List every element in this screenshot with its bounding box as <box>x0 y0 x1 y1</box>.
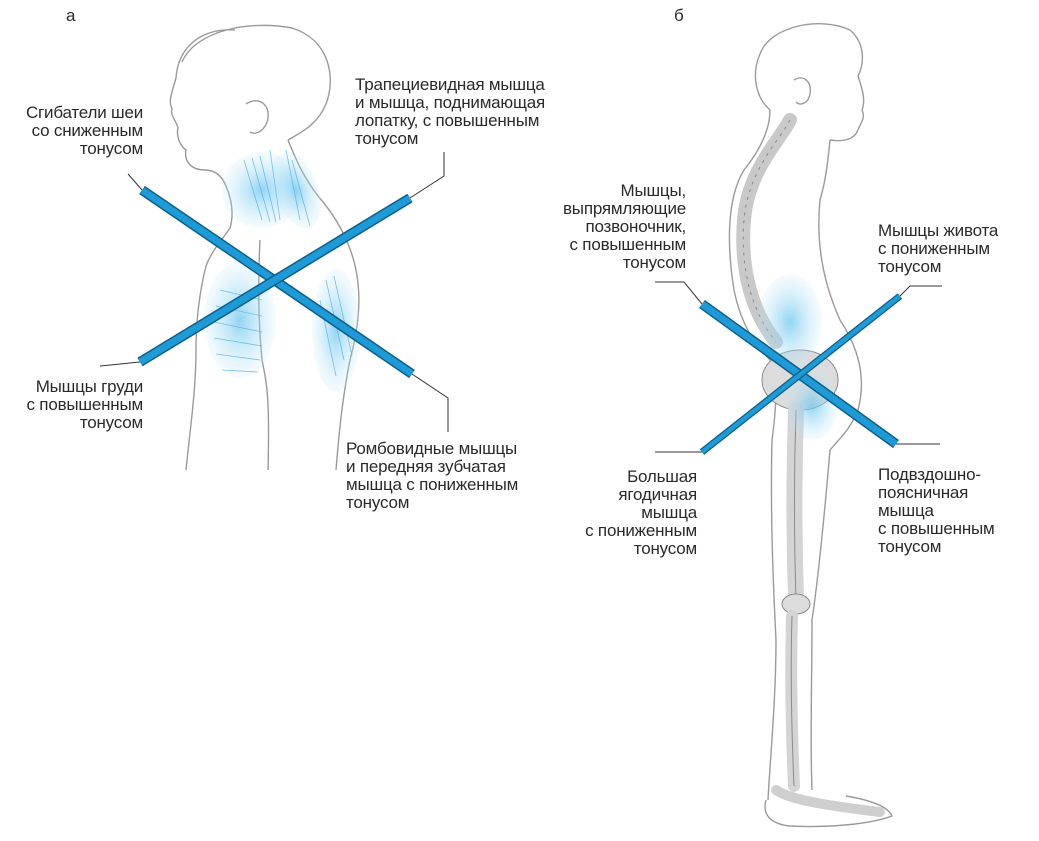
hair-b <box>754 53 771 111</box>
label-rhomboids: Ромбовидные мышцы и передняя зубчатая мы… <box>346 439 519 512</box>
foot-bones <box>771 785 885 817</box>
ear-b <box>793 77 811 105</box>
head-outline <box>169 29 236 187</box>
leg-back <box>767 439 777 801</box>
erector-shade <box>758 274 822 370</box>
ear-outline <box>245 100 269 134</box>
trapezius-shade <box>271 151 321 229</box>
label-abdominals: Мышцы живота с пониженным тонусом <box>878 221 999 276</box>
back-shade <box>312 268 360 392</box>
leg-front <box>810 449 831 791</box>
panel-a-leaders <box>99 152 449 432</box>
panel-a-bars <box>137 185 415 379</box>
shoulder-front <box>185 265 207 471</box>
hair-outline <box>181 24 331 141</box>
foot-b <box>764 795 893 828</box>
label-neck-flexors: Сгибатели шеи со сниженным тонусом <box>25 103 143 158</box>
panel-b-figure <box>728 23 893 828</box>
label-pectorals: Мышцы груди с повышенным тонусом <box>26 377 143 432</box>
head-b <box>759 23 865 142</box>
panel-a-letter: а <box>66 6 76 25</box>
label-erectors: Мышцы, выпрямляющие позвоночник, с повыш… <box>562 181 686 272</box>
panel-a-muscles <box>204 149 360 392</box>
spine <box>736 113 797 349</box>
label-gluteus: Большая ягодичная мышца с пониженным тон… <box>585 467 697 558</box>
panel-b-leaders <box>655 281 942 453</box>
panel-b-bars <box>699 293 903 455</box>
panel-b-letter: б <box>674 6 684 25</box>
label-iliopsoas: Подвздошно- поясничная мышца с повышенны… <box>878 465 995 556</box>
label-trapezius: Трапециевидная мышца и мышца, поднимающа… <box>355 75 546 148</box>
knee <box>781 593 811 615</box>
